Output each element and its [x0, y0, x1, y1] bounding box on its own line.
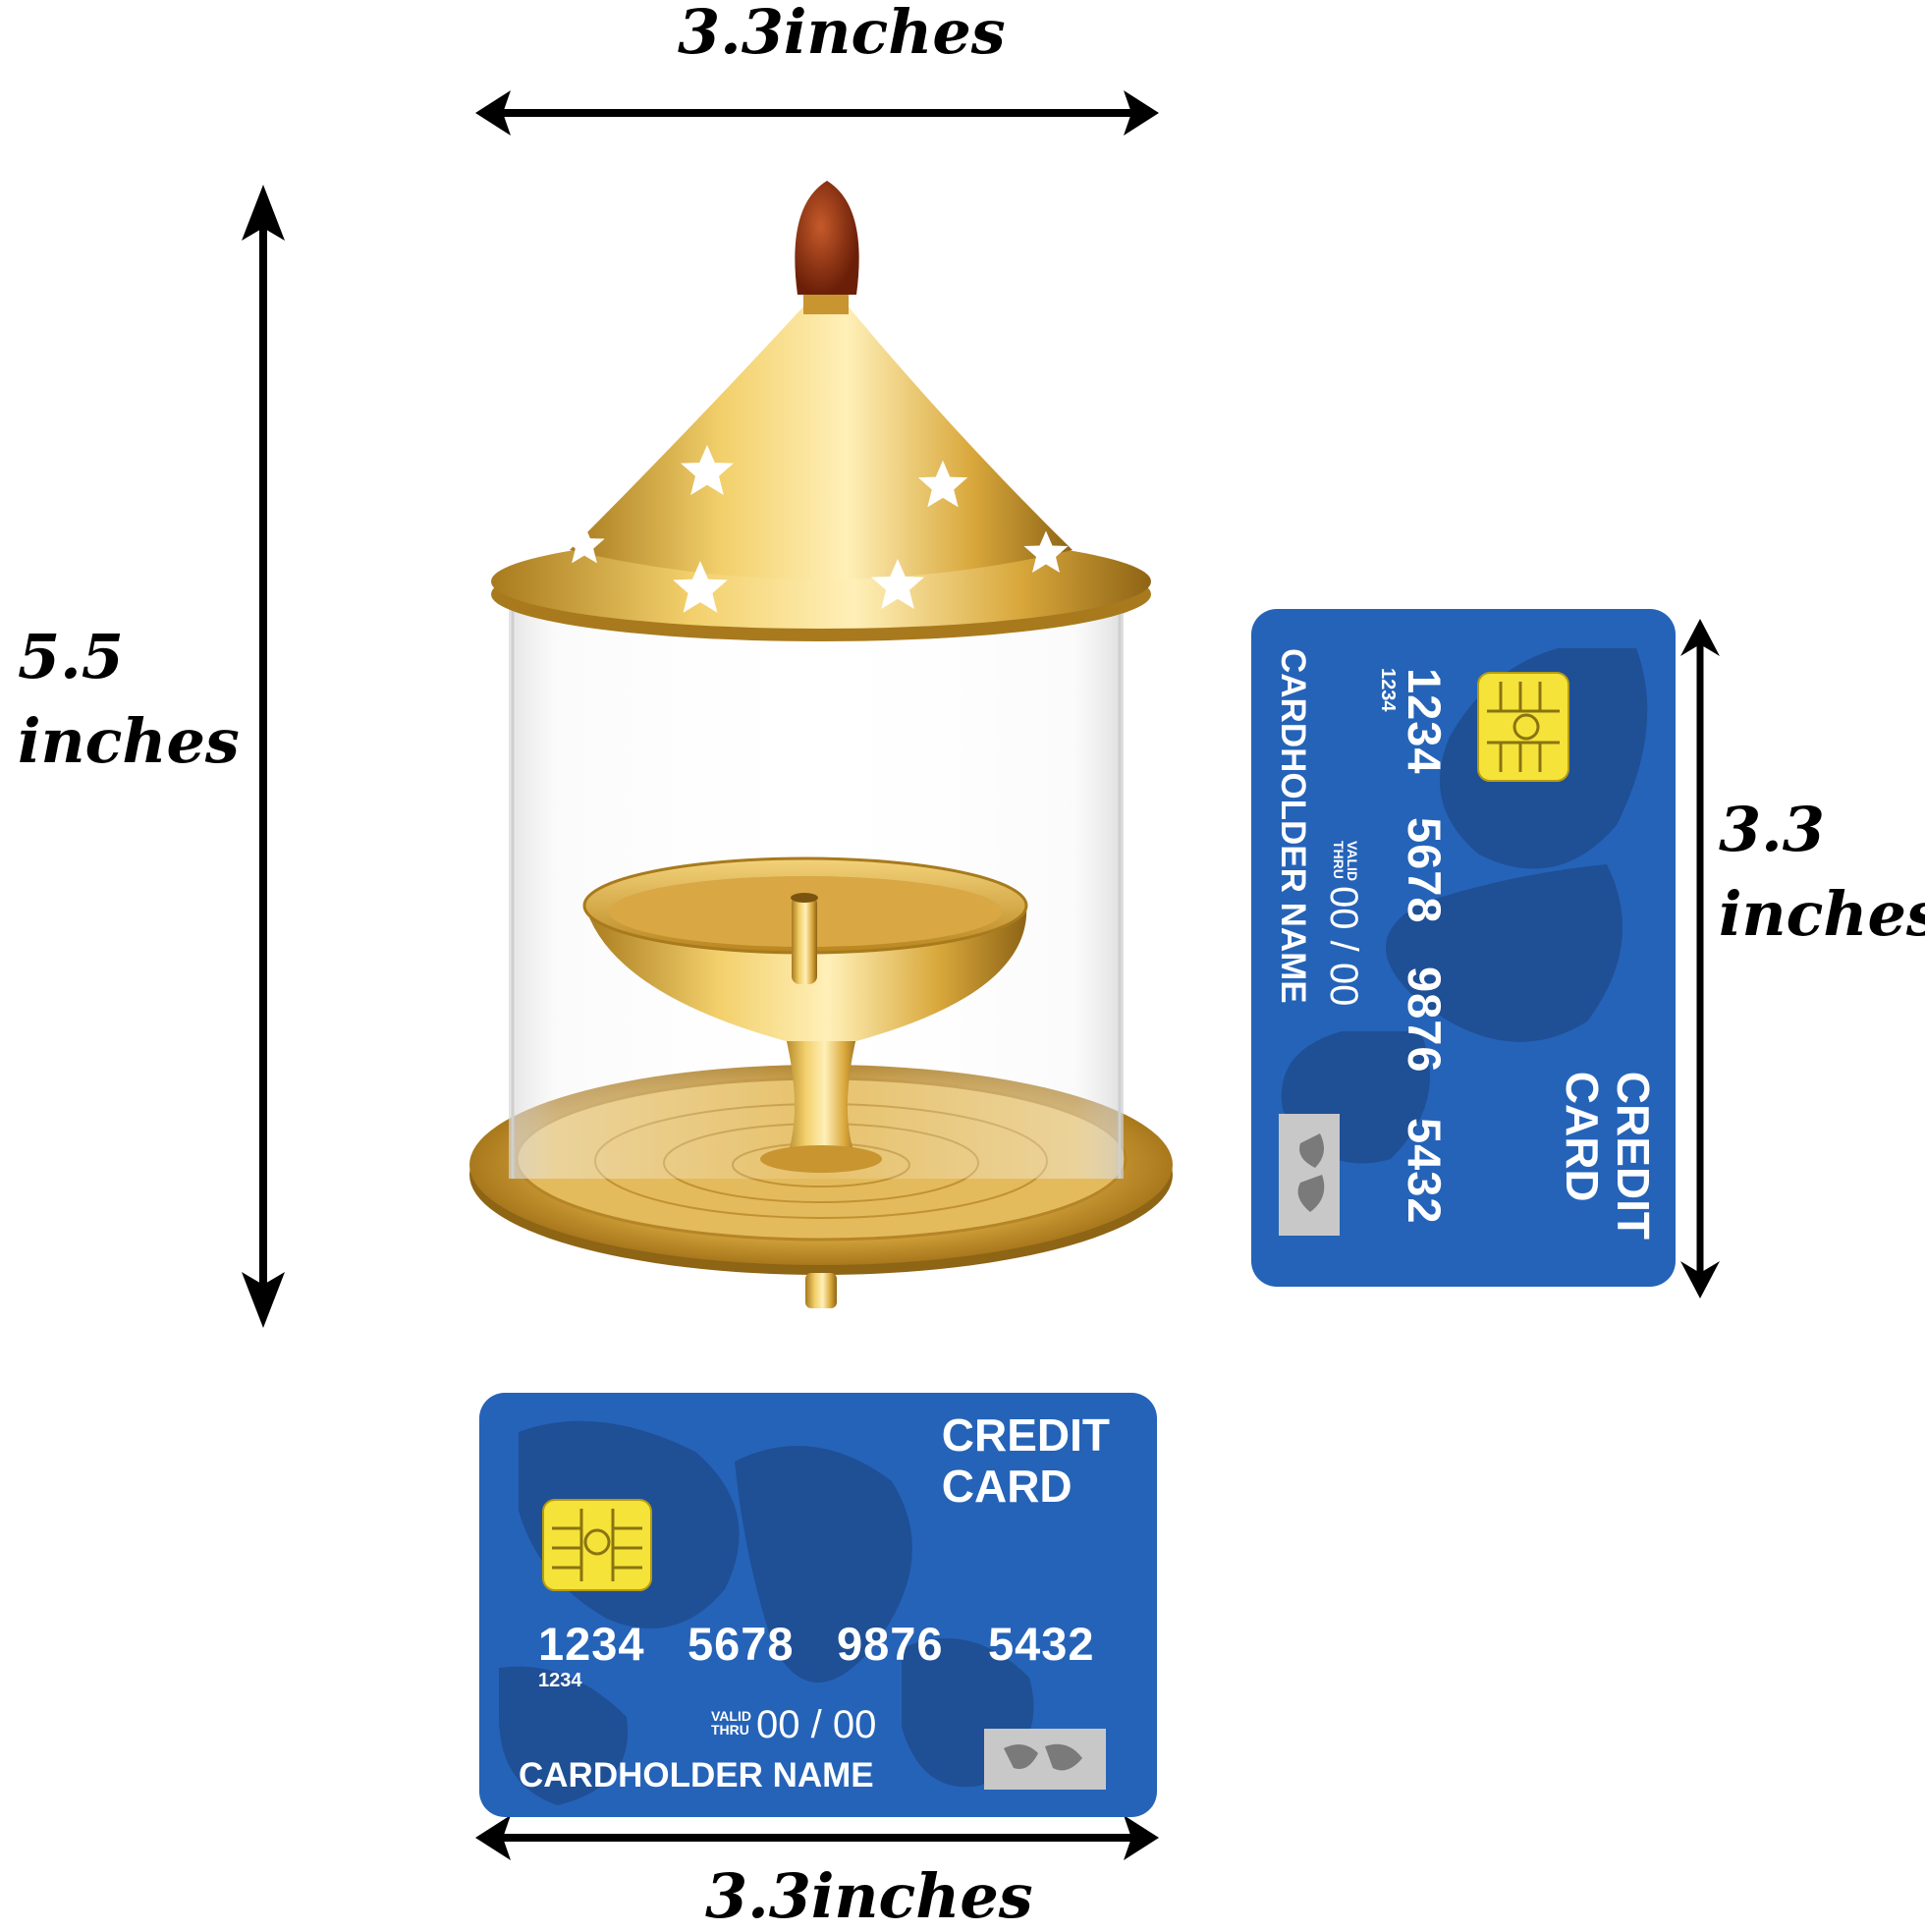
card-number-3: 9876 [837, 1618, 944, 1670]
card-height-value-label: 3.3 [1719, 794, 1825, 865]
card-expiry: 00 / 00 [756, 1703, 877, 1746]
hologram-icon [1279, 1114, 1340, 1236]
card-number-1: 1234 [1399, 668, 1451, 775]
card-number-4: 5432 [1399, 1118, 1451, 1225]
height-value-label: 5.5 [18, 621, 124, 692]
card-height-arrow [1680, 619, 1720, 1298]
height-unit-label: inches [18, 705, 240, 777]
hologram-icon [984, 1729, 1106, 1790]
card-small-number: 1234 [538, 1670, 582, 1691]
cardholder-name: CARDHOLDER NAME [1274, 648, 1312, 1004]
card-expiry: 00 / 00 [1322, 886, 1365, 1007]
card-number-2: 5678 [1399, 817, 1451, 924]
top-width-label: 3.3inches [678, 0, 1006, 68]
brass-lamp [469, 181, 1173, 1308]
cardholder-name: CARDHOLDER NAME [519, 1756, 874, 1794]
bottom-width-arrow [475, 1815, 1159, 1860]
card-number-3: 9876 [1399, 966, 1451, 1074]
chip-icon [1477, 672, 1569, 782]
card-number-4: 5432 [988, 1618, 1095, 1670]
bottom-width-label: 3.3inches [705, 1860, 1033, 1932]
world-map-graphic [499, 1420, 1034, 1805]
chip-icon [542, 1499, 652, 1591]
height-arrow [242, 185, 285, 1328]
card-number-2: 5678 [688, 1618, 795, 1670]
top-width-arrow [475, 90, 1159, 136]
card-height-unit-label: inches [1719, 878, 1925, 950]
card-number-1: 1234 [538, 1618, 645, 1670]
card-small-number: 1234 [1377, 668, 1399, 712]
